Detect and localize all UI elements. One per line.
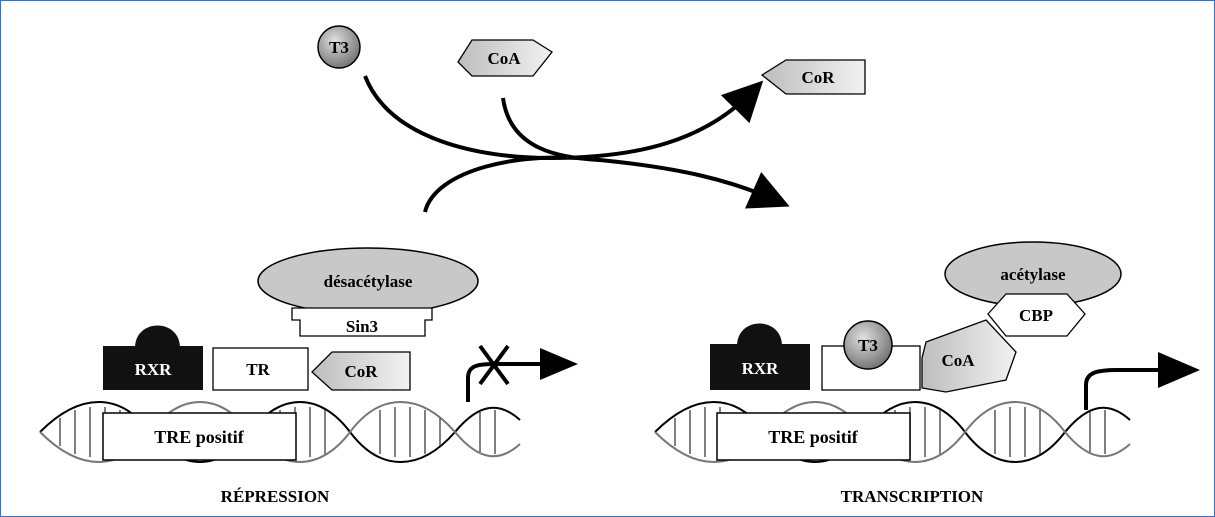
block-x-icon [478, 344, 510, 386]
acetylase-label: acétylase [1000, 265, 1066, 284]
cor-free-tag: CoR [760, 59, 866, 95]
repression-caption: RÉPRESSION [221, 487, 330, 506]
rxr-label-right: RXR [742, 359, 780, 378]
tr-box: TR [212, 347, 309, 391]
t3-bound-label: T3 [858, 336, 878, 355]
repression-complex: désacétylase Sin3 RXR TR CoR [39, 247, 578, 506]
sin3-label: Sin3 [346, 317, 378, 336]
t3-free-molecule: T3 [317, 25, 361, 69]
coa-free-label: CoA [487, 49, 521, 68]
sin3-box: Sin3 [291, 307, 433, 337]
cbp-hexagon: CBP [987, 293, 1086, 337]
coa-free-tag: CoA [457, 39, 553, 77]
transcription-caption: TRANSCRIPTION [841, 487, 984, 506]
reaction-arrows [363, 75, 790, 213]
tre-label-left: TRE positif [154, 427, 245, 447]
rxr-label-left: RXR [135, 360, 173, 379]
blocked-transcription-arrow [466, 344, 578, 402]
acetylase-ellipse: acétylase [944, 241, 1122, 307]
coa-bound-label: CoA [941, 351, 975, 370]
tre-box-left: TRE positif [102, 412, 297, 461]
t3-binding-arrow [363, 75, 764, 161]
deacetylase-ellipse: désacétylase [257, 247, 479, 315]
coa-binding-arrow [501, 97, 601, 162]
deacetylase-label: désacétylase [324, 272, 413, 291]
cor-bound-label: CoR [344, 362, 378, 381]
transcription-complex: acétylase CBP RXR T3 CoA [654, 241, 1200, 506]
tr-label: TR [246, 360, 270, 379]
coa-bound-tag: CoA [921, 319, 1017, 393]
rxr-block-right: RXR [710, 323, 810, 390]
cor-free-label: CoR [801, 68, 835, 87]
cor-bound-tag: CoR [311, 351, 411, 391]
t3-free-label: T3 [329, 38, 349, 57]
t3-bound-molecule: T3 [843, 320, 893, 370]
active-transcription-arrow [1084, 352, 1200, 410]
tre-box-right: TRE positif [716, 412, 911, 461]
rxr-block-left: RXR [103, 325, 203, 390]
complex-transition-arrow [423, 155, 790, 213]
tre-label-right: TRE positif [768, 427, 859, 447]
cbp-label: CBP [1019, 306, 1053, 325]
